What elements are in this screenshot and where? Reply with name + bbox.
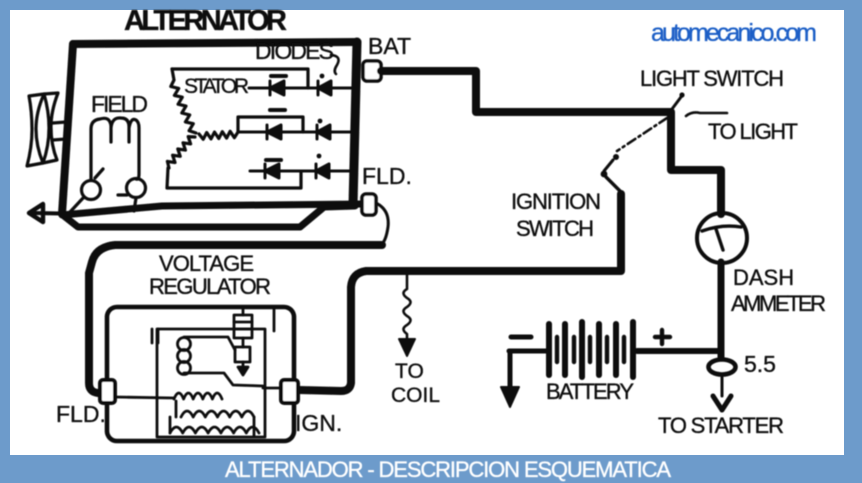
svg-text:TO: TO [395,360,424,383]
svg-text:IGN.: IGN. [295,410,342,436]
svg-text:SWITCH: SWITCH [516,216,594,241]
svg-text:STATOR: STATOR [184,75,249,98]
svg-text:REGULATOR: REGULATOR [149,274,271,299]
svg-text:ALTERNADOR - DESCRIPCION ESQUE: ALTERNADOR - DESCRIPCION ESQUEMATICA [225,457,671,482]
svg-text:AMMETER: AMMETER [731,291,826,316]
svg-text:TO STARTER: TO STARTER [658,413,784,438]
svg-text:BATTERY: BATTERY [546,379,634,404]
svg-text:FIELD: FIELD [91,91,148,117]
svg-text:FLD.: FLD. [362,163,412,189]
svg-text:ALTERNATOR: ALTERNATOR [124,5,287,37]
svg-text:5.5: 5.5 [744,351,776,377]
svg-text:DASH: DASH [733,265,794,290]
svg-text:TO LIGHT: TO LIGHT [708,119,798,144]
svg-text:COIL: COIL [391,384,440,407]
svg-text:automecanico.com: automecanico.com [651,19,817,47]
svg-text:DIODES: DIODES [255,38,334,64]
svg-text:LIGHT SWITCH: LIGHT SWITCH [640,66,784,91]
svg-text:FLD.: FLD. [56,401,106,427]
svg-text:BAT: BAT [368,33,411,59]
svg-text:IGNITION: IGNITION [511,189,601,214]
svg-text:VOLTAGE: VOLTAGE [159,251,254,276]
